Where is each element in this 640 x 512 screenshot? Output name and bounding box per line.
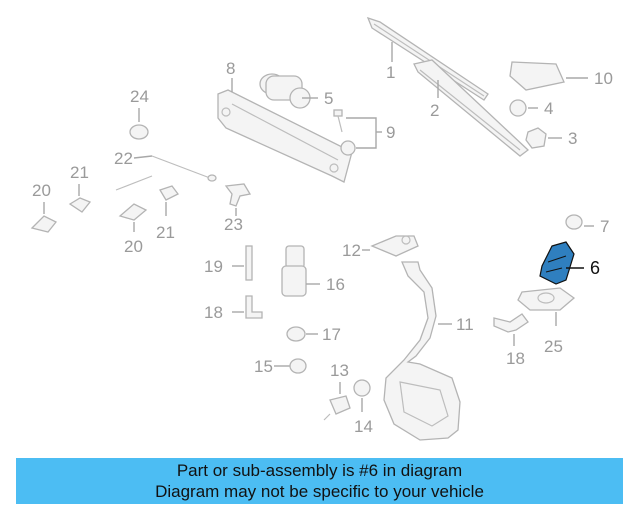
callout-17: 17: [322, 325, 341, 344]
callout-8: 8: [226, 59, 235, 78]
part-9-bolt-and-bushing: 9: [333, 109, 395, 156]
part-19-pin: 19: [204, 245, 253, 281]
part-18-elbow-left: 18: [204, 295, 263, 322]
part-10-cover: 10: [509, 61, 613, 91]
callout-20-left: 20: [32, 181, 51, 200]
callout-15: 15: [254, 357, 273, 376]
callout-10: 10: [594, 69, 613, 88]
callout-7: 7: [600, 217, 609, 236]
callout-20-mid: 20: [124, 237, 143, 256]
part-3-nut: 3: [525, 127, 577, 149]
part-13-level-sensor: 13: [323, 361, 351, 421]
callout-3: 3: [568, 129, 577, 148]
callout-25: 25: [544, 337, 563, 356]
banner-line-1: Part or sub-assembly is #6 in diagram: [176, 461, 463, 480]
callout-24: 24: [130, 87, 149, 106]
callout-21-top: 21: [70, 163, 89, 182]
part-11-washer-reservoir: 11: [383, 261, 474, 441]
part-8-wiper-linkage: 8: [217, 59, 353, 183]
part-1-wiper-blade: 1: [366, 16, 489, 101]
callout-21-mid: 21: [156, 223, 175, 242]
info-banner: Part or sub-assembly is #6 in diagram Di…: [16, 458, 623, 504]
part-6-highlighted-bracket: 6: [539, 241, 600, 285]
part-16-washer-pump: 16: [281, 245, 345, 297]
callout-2: 2: [430, 101, 439, 120]
part-4-cap: 4: [509, 99, 553, 118]
part-15-grommet: 15: [254, 357, 307, 376]
callout-4: 4: [544, 99, 553, 118]
part-14-seal: 14: [353, 379, 373, 436]
callout-12: 12: [342, 241, 361, 260]
callout-13: 13: [330, 361, 349, 380]
callout-23: 23: [224, 215, 243, 234]
callout-9: 9: [386, 123, 395, 142]
part-2-wiper-arm: 2: [413, 59, 530, 157]
part-20-nozzle-mid: 20: [118, 203, 148, 256]
part-23-t-connector: 23: [224, 183, 252, 234]
part-21-connector-mid: 21: [156, 185, 179, 242]
callout-5: 5: [324, 89, 333, 108]
part-7-grommet: 7: [565, 214, 609, 236]
part-17-pump-grommet: 17: [286, 325, 341, 344]
part-12-reservoir-cap: 12: [342, 235, 419, 260]
part-5-wiper-motor: 5: [259, 73, 333, 109]
callout-14: 14: [354, 417, 373, 436]
part-25-pump-bracket: 25: [517, 287, 576, 356]
callout-11: 11: [456, 315, 474, 334]
banner-line-2: Diagram may not be specific to your vehi…: [155, 482, 484, 501]
part-22-washer-hose: 22: [114, 149, 217, 191]
part-18-elbow-right: 18: [493, 313, 529, 368]
callout-6: 6: [590, 258, 600, 278]
part-21-connector-top: 21: [68, 163, 92, 213]
callout-1: 1: [386, 63, 395, 82]
part-24-grommet: 24: [129, 87, 149, 140]
part-20-nozzle-left: 20: [30, 181, 58, 233]
callout-18-left: 18: [204, 303, 223, 322]
callout-16: 16: [326, 275, 345, 294]
callout-22: 22: [114, 149, 133, 168]
callout-18-right: 18: [506, 349, 525, 368]
callout-19: 19: [204, 257, 223, 276]
